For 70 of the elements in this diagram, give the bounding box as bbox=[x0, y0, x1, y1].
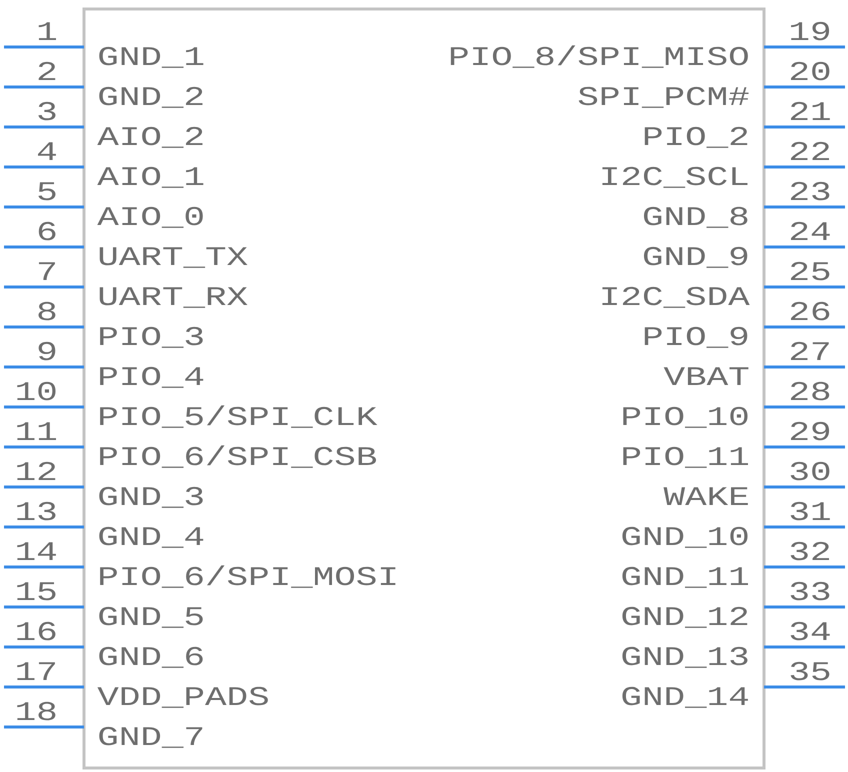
pin-name: UART_RX bbox=[100, 287, 248, 308]
pin-number: 21 bbox=[790, 102, 830, 120]
pin-number: 19 bbox=[791, 22, 830, 40]
pin-name: GND_5 bbox=[99, 606, 203, 628]
pin-number: 26 bbox=[790, 302, 830, 320]
pin-name: PIO_9 bbox=[644, 326, 748, 348]
pin-number: 29 bbox=[790, 422, 830, 440]
pin-number: 15 bbox=[17, 582, 56, 600]
pin-name: I2C_SDA bbox=[602, 286, 750, 308]
pin-name: PIO_3 bbox=[100, 326, 203, 348]
pin-name: GND_12 bbox=[622, 606, 748, 628]
pin-number: 2 bbox=[38, 62, 56, 80]
pin-name: PIO_6/SPI_MOSI bbox=[100, 565, 396, 588]
pin-name: GND_14 bbox=[622, 686, 748, 708]
pin-name: GND_9 bbox=[644, 246, 748, 268]
pin-name: GND_13 bbox=[622, 646, 748, 668]
pin-number: 27 bbox=[790, 342, 829, 360]
pin-name: I2C_SCL bbox=[602, 166, 748, 188]
pin-number: 14 bbox=[17, 542, 56, 560]
pin-number: 8 bbox=[38, 302, 56, 320]
pin-name: PIO_11 bbox=[623, 446, 748, 468]
pin-name: PIO_6/SPI_CSB bbox=[100, 445, 376, 468]
pin-name: GND_7 bbox=[99, 726, 202, 748]
pin-number: 13 bbox=[17, 502, 56, 520]
pin-number: 32 bbox=[790, 542, 830, 560]
pin-number: 33 bbox=[790, 582, 830, 600]
pin-number: 25 bbox=[790, 262, 830, 280]
pin-number: 12 bbox=[17, 462, 56, 480]
pin-number: 17 bbox=[17, 662, 55, 680]
pin-name: VDD_PADS bbox=[97, 686, 268, 708]
pin-number: 6 bbox=[38, 222, 56, 240]
pin-name: AIO_1 bbox=[97, 166, 204, 188]
pin-number: 1 bbox=[38, 22, 56, 40]
pin-number: 35 bbox=[790, 662, 830, 680]
pin-number: 5 bbox=[38, 182, 56, 200]
pin-number: 9 bbox=[38, 342, 56, 360]
pin-name: GND_6 bbox=[99, 646, 203, 668]
pin-number: 18 bbox=[17, 702, 56, 720]
pin-number: 11 bbox=[17, 422, 56, 440]
pin-name: UART_TX bbox=[100, 247, 248, 268]
pin-number: 4 bbox=[38, 142, 56, 160]
pin-name: SPI_PCM# bbox=[578, 86, 749, 108]
pin-number: 30 bbox=[790, 462, 830, 480]
pin-number: 23 bbox=[790, 182, 830, 200]
pin-name: GND_3 bbox=[99, 486, 203, 508]
pin-name: GND_4 bbox=[99, 526, 204, 548]
pin-name: PIO_10 bbox=[623, 406, 748, 428]
pin-name: AIO_0 bbox=[97, 206, 203, 228]
pin-name: GND_10 bbox=[622, 526, 748, 548]
pin-number: 31 bbox=[790, 502, 830, 520]
pin-number: 3 bbox=[38, 102, 56, 120]
pin-number: 24 bbox=[790, 222, 830, 240]
pin-name: GND_8 bbox=[644, 206, 748, 228]
pin-name: WAKE bbox=[664, 487, 748, 505]
pin-number: 28 bbox=[790, 382, 830, 400]
pin-name: PIO_2 bbox=[644, 126, 748, 148]
pin-number: 34 bbox=[790, 622, 830, 640]
pin-name: PIO_5/SPI_CLK bbox=[100, 405, 378, 428]
pin-number: 16 bbox=[17, 622, 56, 640]
pin-name: PIO_4 bbox=[100, 366, 204, 388]
pin-number: 10 bbox=[17, 382, 56, 400]
pin-name: GND_1 bbox=[99, 46, 204, 68]
pin-number: 7 bbox=[38, 262, 55, 280]
pin-name: VBAT bbox=[664, 367, 748, 385]
pin-name: PIO_8/SPI_MISO bbox=[450, 45, 748, 68]
pin-number: 22 bbox=[790, 142, 830, 160]
pin-name: AIO_2 bbox=[97, 126, 202, 148]
pin-name: GND_2 bbox=[99, 86, 202, 108]
pin-number: 20 bbox=[790, 62, 830, 80]
pin-name: GND_11 bbox=[622, 566, 748, 588]
